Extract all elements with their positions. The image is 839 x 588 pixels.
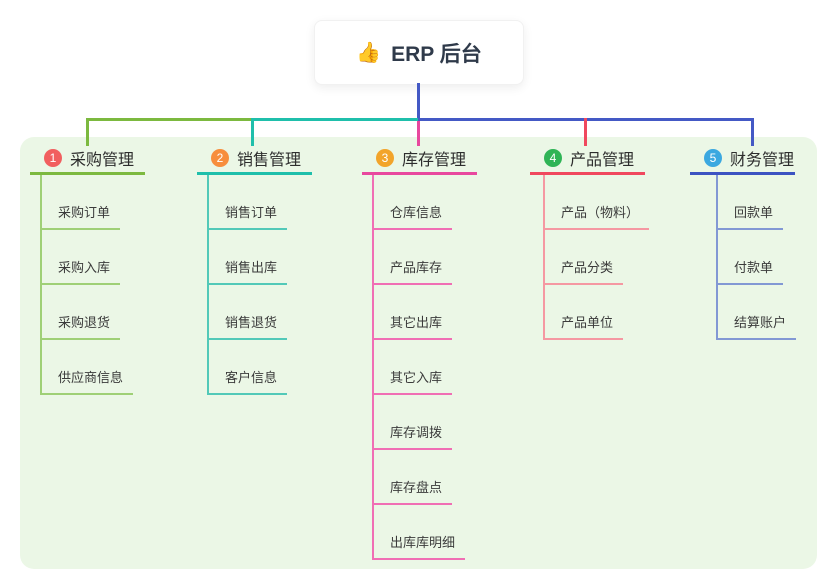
child-node[interactable]: 供应商信息 [40,367,134,395]
child-row: 客户信息 [207,340,312,395]
child-node[interactable]: 其它出库 [372,312,453,340]
branch-sales: 2 销售管理 销售订单 销售出库 销售退货 客户信息 [197,147,312,395]
child-row: 产品（物料） [543,175,650,230]
branch-number-badge: 4 [544,148,562,167]
connector-drop-finance [751,118,754,146]
child-node[interactable]: 结算账户 [716,312,797,340]
child-node[interactable]: 采购入库 [40,257,121,285]
thumbs-up-icon: 👍 [356,42,382,64]
connector-drop-purchase [86,118,89,146]
child-node[interactable]: 销售退货 [207,312,288,340]
child-node[interactable]: 出库库明细 [372,532,466,560]
connector-drop-sales [251,118,254,146]
child-row: 销售退货 [207,285,312,340]
branch-inventory: 3 库存管理 仓库信息 产品库存 其它出库 其它入库 库存调拨 库存盘点 出库库… [362,147,477,560]
child-row: 供应商信息 [40,340,145,395]
child-node[interactable]: 仓库信息 [372,202,453,230]
connector-root-vertical [417,83,420,121]
branch-label: 销售管理 [237,151,302,169]
child-row: 产品库存 [372,230,477,285]
child-node[interactable]: 产品（物料） [543,202,650,230]
child-row: 采购退货 [40,285,145,340]
child-node[interactable]: 库存调拨 [372,422,453,450]
branch-product: 4 产品管理 产品（物料） 产品分类 产品单位 [530,147,650,340]
child-node[interactable]: 产品单位 [543,312,624,340]
root-node[interactable]: 👍 ERP 后台 [314,20,524,85]
branch-child-connector [207,175,209,395]
branch-purchase: 1 采购管理 采购订单 采购入库 采购退货 供应商信息 [30,147,145,395]
child-row: 付款单 [716,230,796,285]
child-node[interactable]: 采购订单 [40,202,121,230]
branch-label: 采购管理 [70,151,135,169]
child-row: 销售订单 [207,175,312,230]
child-row: 其它出库 [372,285,477,340]
branch-node-purchase[interactable]: 1 采购管理 [30,147,145,175]
child-row: 产品单位 [543,285,649,340]
branch-number-badge: 5 [704,148,722,167]
child-row: 采购入库 [40,230,145,285]
branch-node-product[interactable]: 4 产品管理 [530,147,645,175]
branches-panel-background [20,137,817,569]
child-row: 产品分类 [543,230,649,285]
child-node[interactable]: 库存盘点 [372,477,453,505]
child-node[interactable]: 产品分类 [543,257,624,285]
child-row: 销售出库 [207,230,312,285]
child-node[interactable]: 客户信息 [207,367,288,395]
branch-child-connector [372,175,374,560]
child-row: 采购订单 [40,175,145,230]
branch-label: 财务管理 [730,151,795,169]
root-node-label: ERP 后台 [391,42,482,66]
branch-node-finance[interactable]: 5 财务管理 [690,147,795,175]
child-row: 库存盘点 [372,450,477,505]
branch-child-connector [40,175,42,395]
branch-child-connector [716,175,718,340]
child-row: 其它入库 [372,340,477,395]
branch-number-badge: 3 [376,148,394,167]
branch-finance: 5 财务管理 回款单 付款单 结算账户 [690,147,797,340]
child-row: 出库库明细 [372,505,477,560]
connector-horizontal-green [86,118,253,121]
connector-drop-product [584,118,587,146]
child-node[interactable]: 回款单 [716,202,784,230]
connector-horizontal-teal [253,118,418,121]
branch-node-inventory[interactable]: 3 库存管理 [362,147,477,175]
connector-drop-inventory [417,121,420,146]
child-node[interactable]: 付款单 [716,257,784,285]
child-node[interactable]: 其它入库 [372,367,453,395]
child-node[interactable]: 产品库存 [372,257,453,285]
branch-node-sales[interactable]: 2 销售管理 [197,147,312,175]
child-node[interactable]: 采购退货 [40,312,121,340]
branch-label: 产品管理 [570,151,635,169]
child-node[interactable]: 销售出库 [207,257,288,285]
branch-label: 库存管理 [402,151,467,169]
child-row: 结算账户 [716,285,797,340]
branch-number-badge: 1 [44,148,62,167]
child-row: 仓库信息 [372,175,477,230]
child-node[interactable]: 销售订单 [207,202,288,230]
branch-child-connector [543,175,545,340]
branch-number-badge: 2 [211,148,229,167]
child-row: 库存调拨 [372,395,477,450]
child-row: 回款单 [716,175,796,230]
